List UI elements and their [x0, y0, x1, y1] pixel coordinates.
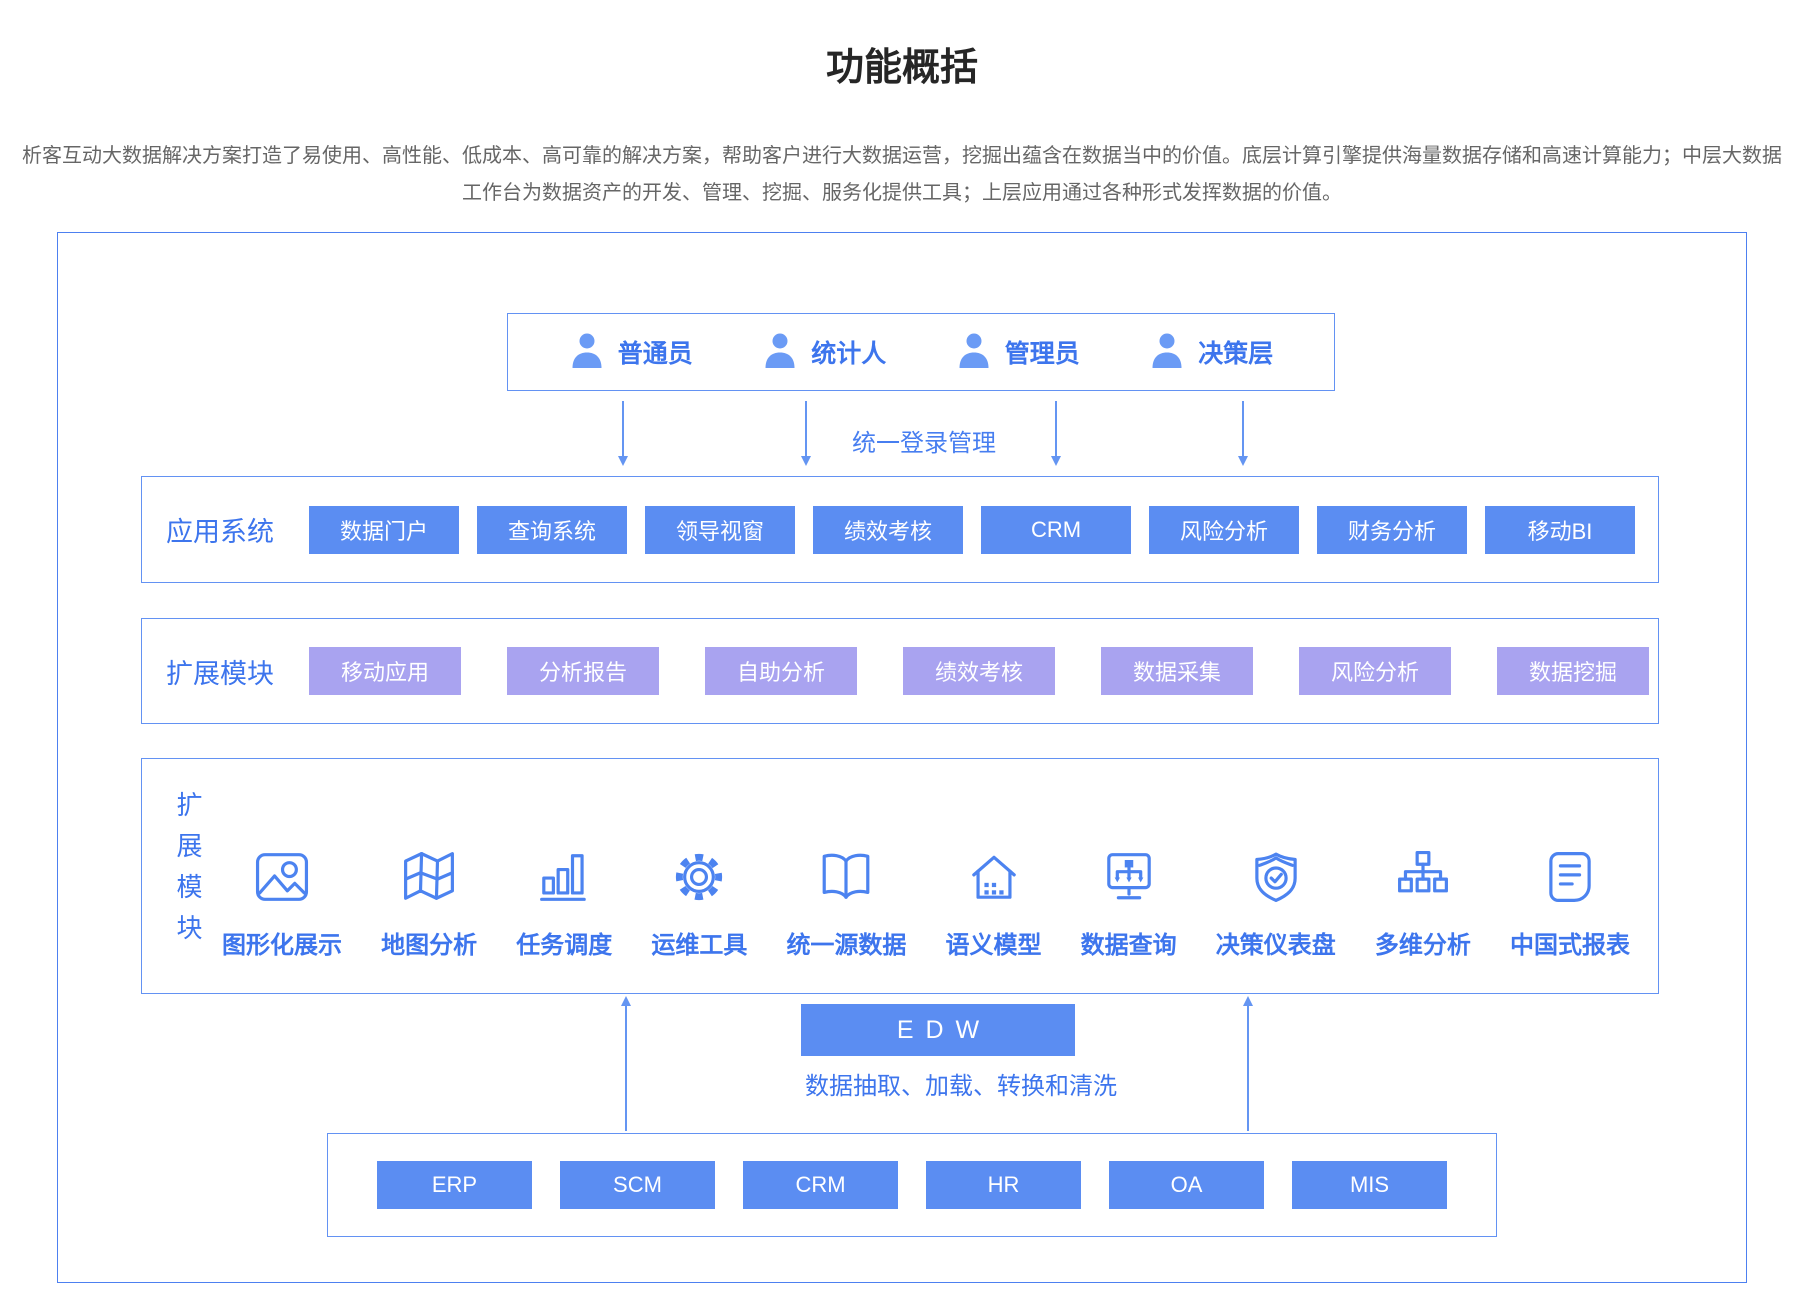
module-label: 决策仪表盘	[1215, 932, 1336, 959]
extension-module-chip: 移动应用	[309, 647, 461, 695]
module-label: 地图分析	[381, 932, 478, 959]
module-unified-source: 统一源数据	[786, 843, 906, 960]
bar-chart-icon	[530, 843, 598, 911]
shield-check-icon	[1242, 843, 1310, 911]
down-arrow	[617, 401, 628, 466]
extension-module-chip: 分析报告	[507, 647, 659, 695]
app-systems-row: 应用系统 数据门户 查询系统 领导视窗 绩效考核 CRM 风险分析 财务分析 移…	[141, 476, 1659, 583]
module-label: 图形化展示	[222, 932, 342, 959]
module-label: 运维工具	[651, 932, 748, 959]
page-title: 功能概括	[825, 47, 978, 89]
extension-module-chip: 数据采集	[1101, 647, 1253, 695]
app-system-chip: 绩效考核	[813, 505, 963, 554]
extension-module-chip: 绩效考核	[903, 647, 1055, 695]
module-label: 统一源数据	[786, 932, 907, 959]
person-icon	[956, 330, 992, 375]
extension-module-chip: 数据挖掘	[1497, 647, 1649, 695]
extension-module-chip: 自助分析	[705, 647, 857, 695]
etl-label: 数据抽取、加载、转换和清洗	[805, 1073, 1117, 1100]
user-role-statistician: 统计人	[762, 330, 886, 375]
person-icon	[762, 330, 798, 375]
module-decision-dashboard: 决策仪表盘	[1216, 843, 1336, 960]
app-system-chip: 移动BI	[1485, 505, 1635, 554]
extension-modules-row: 扩展模块 移动应用 分析报告 自助分析 绩效考核 数据采集 风险分析 数据挖掘	[141, 618, 1659, 724]
app-systems-chips: 数据门户 查询系统 领导视窗 绩效考核 CRM 风险分析 财务分析 移动BI	[309, 505, 1635, 554]
source-system-chip: SCM	[560, 1161, 715, 1209]
module-ops-tools: 运维工具	[651, 843, 747, 960]
user-role-label: 统计人	[811, 340, 887, 368]
down-arrow	[1050, 401, 1061, 466]
gear-icon	[665, 843, 733, 911]
module-label: 多维分析	[1374, 932, 1471, 959]
source-system-chip: ERP	[377, 1161, 532, 1209]
module-semantic-model: 语义模型	[946, 843, 1042, 960]
module-map-analysis: 地图分析	[381, 843, 477, 960]
module-chinese-report: 中国式报表	[1510, 843, 1630, 960]
up-arrow	[620, 996, 631, 1131]
module-data-query: 数据查询	[1081, 843, 1177, 960]
up-arrow	[1242, 996, 1253, 1131]
open-book-icon	[812, 843, 880, 911]
hierarchy-icon	[1389, 843, 1457, 911]
app-system-chip: 查询系统	[477, 505, 627, 554]
source-system-chip: MIS	[1292, 1161, 1447, 1209]
app-system-chip: 财务分析	[1317, 505, 1467, 554]
person-icon	[1149, 330, 1185, 375]
module-label: 语义模型	[945, 932, 1042, 959]
platform-modules-list: 图形化展示 地图分析	[222, 843, 1630, 960]
map-icon	[395, 843, 463, 911]
module-graphic-display: 图形化展示	[222, 843, 342, 960]
module-label: 任务调度	[516, 932, 613, 959]
user-role-label: 普通员	[617, 340, 693, 368]
user-role-ordinary: 普通员	[569, 330, 693, 375]
user-role-executive: 决策层	[1149, 330, 1273, 375]
module-task-scheduling: 任务调度	[516, 843, 612, 960]
platform-modules-row: 扩展模块 图形化展示	[141, 758, 1659, 994]
module-multidim-analysis: 多维分析	[1375, 843, 1471, 960]
extension-modules-chips: 移动应用 分析报告 自助分析 绩效考核 数据采集 风险分析 数据挖掘	[309, 647, 1649, 695]
module-label: 数据查询	[1080, 932, 1177, 959]
user-role-admin: 管理员	[956, 330, 1080, 375]
platform-modules-vertical-label: 扩展模块	[173, 791, 203, 955]
app-system-chip: 领导视窗	[645, 505, 795, 554]
report-icon	[1536, 843, 1604, 911]
user-role-label: 管理员	[1004, 340, 1080, 368]
source-system-chip: HR	[926, 1161, 1081, 1209]
extension-modules-label: 扩展模块	[166, 658, 274, 689]
login-management-label: 统一登录管理	[852, 430, 996, 457]
source-system-chip: CRM	[743, 1161, 898, 1209]
architecture-diagram: 普通员 统计人 管理员 决策层	[57, 232, 1747, 1283]
extension-module-chip: 风险分析	[1299, 647, 1451, 695]
app-systems-label: 应用系统	[166, 517, 274, 547]
module-label: 中国式报表	[1509, 932, 1630, 959]
app-system-chip: CRM	[981, 505, 1131, 554]
source-system-chip: OA	[1109, 1161, 1264, 1209]
down-arrow	[800, 401, 811, 466]
app-system-chip: 数据门户	[309, 505, 459, 554]
page-description: 析客互动大数据解决方案打造了易使用、高性能、低成本、高可靠的解决方案，帮助客户进…	[22, 145, 1782, 204]
edw-bar: EDW	[801, 1004, 1075, 1056]
source-systems-box: ERP SCM CRM HR OA MIS	[327, 1133, 1497, 1237]
monitor-flow-icon	[1095, 843, 1163, 911]
app-system-chip: 风险分析	[1149, 505, 1299, 554]
house-icon	[960, 843, 1028, 911]
image-icon	[248, 843, 316, 911]
user-role-label: 决策层	[1198, 340, 1274, 368]
down-arrow	[1237, 401, 1248, 466]
user-roles-box: 普通员 统计人 管理员 决策层	[507, 313, 1335, 391]
person-icon	[569, 330, 605, 375]
